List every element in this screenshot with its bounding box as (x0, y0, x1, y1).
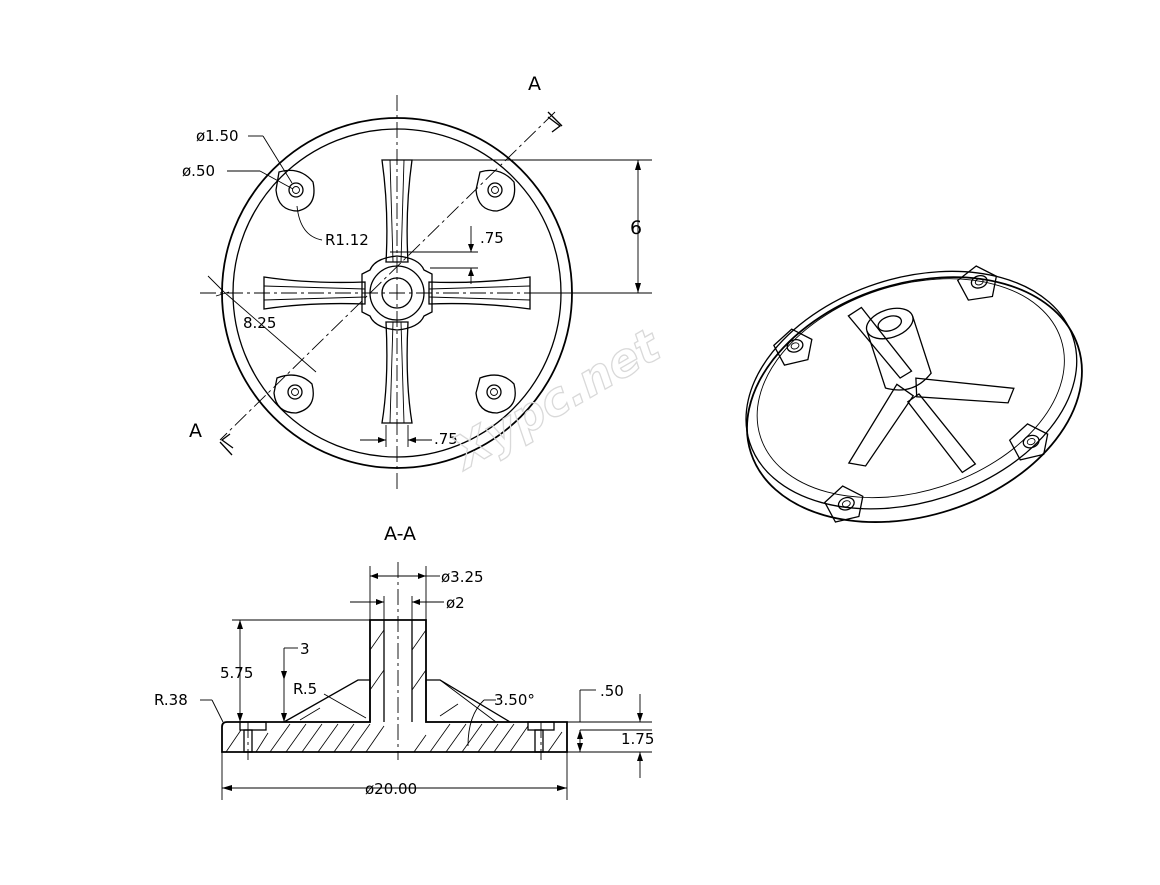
counterbore-left (239, 721, 267, 731)
isometric-view (745, 265, 1083, 523)
boss-outer-circle (369, 265, 425, 321)
rib-bottom (381, 321, 413, 424)
dimension-hole-outer: ø1.50 (196, 127, 293, 184)
dim-boss-height-label: 5.75 (220, 664, 253, 682)
section-arrow-bottom (220, 433, 234, 449)
mounting-hole-top-right (475, 169, 516, 212)
dim-hole-outer-label: ø1.50 (196, 127, 239, 145)
dimension-hole-inner: ø.50 (182, 162, 294, 190)
iso-ribs (847, 306, 1015, 474)
iso-flange-bottom (746, 276, 1083, 523)
iso-flange-top (745, 270, 1078, 510)
dimension-height: 6 (410, 159, 652, 294)
mounting-hole-bottom-right (475, 374, 516, 414)
dim-fillet-label: R1.12 (325, 231, 369, 249)
dim-radius-label: 8.25 (243, 314, 276, 332)
dim-recess-label: .50 (600, 682, 624, 700)
boss-outline (361, 255, 433, 331)
section-cut-line (219, 111, 556, 441)
mounting-hole-bottom-left (273, 374, 314, 414)
hole-left (243, 729, 253, 753)
section-arrow-top (547, 116, 562, 133)
iso-hole-1 (773, 328, 813, 366)
dim-height-label: 6 (630, 217, 642, 239)
iso-hole-4 (1008, 423, 1049, 461)
iso-flange-step (756, 278, 1065, 499)
dim-diameter-label: ø20.00 (365, 780, 417, 798)
boss-bore (381, 277, 413, 309)
dimension-recess: .50 (567, 682, 652, 731)
rib-left (263, 276, 366, 310)
section-label-bottom: A (189, 420, 202, 442)
iso-hole-2 (956, 265, 998, 301)
hole-right (534, 729, 544, 753)
section-title: A-A (384, 523, 416, 545)
rib-right (428, 276, 531, 310)
dim-base-thickness-label: 1.75 (621, 730, 654, 748)
dim-rib-offset-label: .75 (480, 229, 504, 247)
dimension-boss-height: 5.75 (220, 619, 370, 722)
dimension-fillet: R1.12 (296, 205, 369, 249)
dimension-rib-width: .75 (360, 425, 458, 448)
section-hatch (225, 629, 563, 753)
rib-right-section (425, 679, 513, 723)
rib-left-section (281, 679, 371, 723)
dimension-base-thickness: 1.75 (567, 730, 654, 778)
dimension-boss-outer: ø3.25 (369, 566, 484, 620)
watermark-text: Xypc.net (441, 317, 671, 481)
iso-boss (865, 307, 932, 391)
dimension-overall-diameter: ø20.00 (221, 752, 568, 800)
dim-rib-fillet-label: R.5 (293, 680, 317, 698)
dim-hole-inner-label: ø.50 (182, 162, 215, 180)
dimension-rib-offset: .75 (390, 226, 504, 284)
dimension-boss-inner: ø2 (350, 594, 465, 620)
dim-edge-radius-label: R.38 (154, 691, 188, 709)
dim-boss-outer-label: ø3.25 (441, 568, 484, 586)
mounting-hole-top-left (275, 169, 315, 212)
section-label-top: A (528, 73, 541, 95)
section-body-outline (221, 619, 568, 753)
dimension-edge-radius: R.38 (154, 691, 224, 723)
dimension-radius: 8.25 (207, 275, 317, 373)
dimension-rib-height: 3 (281, 640, 310, 722)
iso-hole-3 (824, 485, 864, 523)
dimension-draft-angle: 3.50° (439, 679, 535, 747)
dim-rib-width-label: .75 (434, 430, 458, 448)
dim-rib-height-label: 3 (300, 640, 310, 658)
dim-draft-angle-label: 3.50° (494, 691, 535, 709)
dim-boss-inner-label: ø2 (446, 594, 465, 612)
top-view: ø1.50 ø.50 R1.12 .75 6 (182, 73, 652, 490)
rib-top (381, 159, 413, 263)
section-view: A-A (154, 523, 654, 800)
dimension-rib-fillet: R.5 (293, 680, 367, 719)
